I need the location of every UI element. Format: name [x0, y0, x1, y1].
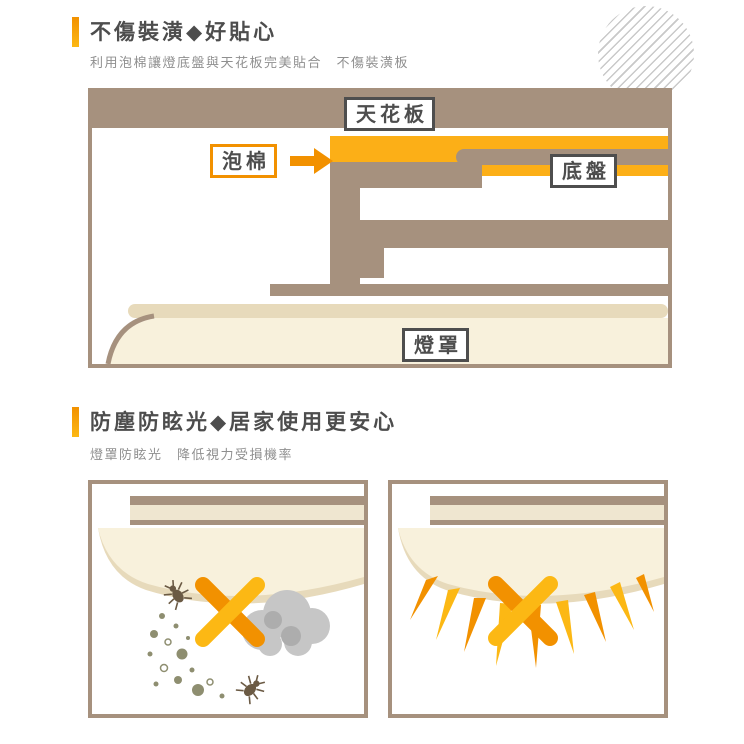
dust-protection-illustration: [98, 496, 364, 707]
diffuser-strip-shape: [128, 304, 668, 318]
section1-accent-bar: [72, 17, 79, 47]
glare-protection-illustration: [398, 496, 664, 668]
ceiling-cross-section-illustration: [92, 92, 668, 364]
lamp-cover-rim-line: [105, 313, 155, 364]
mite-icon: [233, 669, 271, 707]
ceiling-mount-diagram: 天花板 泡棉 底盤 燈罩: [88, 88, 672, 368]
section2-title: 防塵防眩光◆居家使用更安心: [90, 410, 398, 434]
section1-subtitle: 利用泡棉讓燈底盤與天花板完美貼合 不傷裝潢板: [90, 56, 410, 71]
lamp-cover-shape: [110, 318, 668, 364]
label-base-plate: 底盤: [550, 154, 617, 188]
dust-particles-icon: [147, 613, 225, 699]
cross-mark-icon: [488, 576, 558, 646]
arrow-right-icon: [290, 148, 336, 174]
label-lamp-cover: 燈罩: [402, 328, 469, 362]
cross-mark-icon: [195, 577, 265, 647]
label-ceiling: 天花板: [344, 97, 435, 131]
label-foam: 泡棉: [210, 144, 277, 178]
lamp-illustration: [398, 496, 664, 604]
mount-bracket-shape: [270, 162, 668, 296]
section2-subtitle: 燈罩防眩光 降低視力受損機率: [90, 448, 294, 463]
section1-title: 不傷裝潢◆好貼心: [90, 20, 278, 44]
hatch-circle-decoration: [598, 6, 694, 102]
lamp-illustration: [98, 496, 364, 604]
section2-accent-bar: [72, 407, 79, 437]
dust-protection-panel: [88, 480, 368, 718]
glare-protection-panel: [388, 480, 668, 718]
